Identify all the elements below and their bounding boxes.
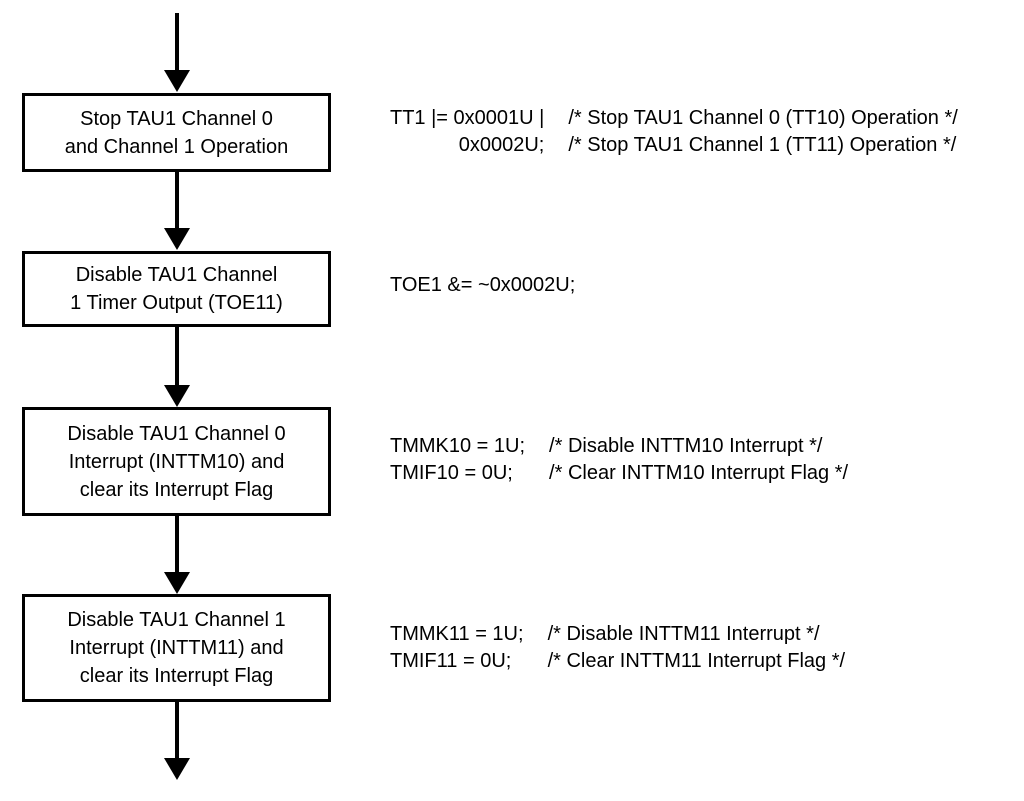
arrow-down-icon (164, 228, 190, 250)
flow-box-label: Stop TAU1 Channel 0 and Channel 1 Operat… (64, 107, 289, 158)
arrow-down-icon (164, 70, 190, 92)
code-line: 0x0002U; /* Stop TAU1 Channel 1 (TT11) O… (390, 132, 958, 159)
arrow-down-icon (164, 758, 190, 780)
flow-arrow-shaft (175, 702, 179, 760)
code-block-disable-inttm10: TMMK10 = 1U; /* Disable INTTM10 Interrup… (390, 433, 848, 487)
code-statement: TMIF10 = 0U; (390, 462, 513, 484)
code-comment: /* Stop TAU1 Channel 0 (TT10) Operation … (568, 107, 958, 129)
flow-box-label: Disable TAU1 Channel 0 Interrupt (INTTM1… (67, 422, 286, 501)
code-line: TOE1 &= ~0x0002U; (390, 272, 575, 299)
code-line: TMMK11 = 1U; /* Disable INTTM11 Interrup… (390, 621, 845, 648)
code-line: TMMK10 = 1U; /* Disable INTTM10 Interrup… (390, 433, 848, 460)
code-statement: TMMK11 = 1U; (390, 623, 524, 645)
flow-box-disable-toe11: Disable TAU1 Channel 1 Timer Output (TOE… (22, 251, 331, 327)
flow-box-disable-inttm10: Disable TAU1 Channel 0 Interrupt (INTTM1… (22, 407, 331, 516)
flow-arrow-shaft (175, 327, 179, 387)
code-block-disable-toe11: TOE1 &= ~0x0002U; (390, 272, 575, 299)
code-comment: /* Disable INTTM10 Interrupt */ (549, 435, 823, 457)
flow-box-label: Disable TAU1 Channel 1 Timer Output (TOE… (70, 264, 283, 314)
flow-arrow-shaft (175, 13, 179, 72)
code-block-disable-inttm11: TMMK11 = 1U; /* Disable INTTM11 Interrup… (390, 621, 845, 675)
code-comment: /* Clear INTTM11 Interrupt Flag */ (547, 650, 846, 672)
flow-box-stop-tau1: Stop TAU1 Channel 0 and Channel 1 Operat… (22, 93, 331, 172)
arrow-down-icon (164, 572, 190, 594)
code-comment: /* Disable INTTM11 Interrupt */ (547, 623, 820, 645)
flow-arrow-shaft (175, 516, 179, 574)
code-line: TT1 |= 0x0001U | /* Stop TAU1 Channel 0 … (390, 105, 958, 132)
flow-box-label: Disable TAU1 Channel 1 Interrupt (INTTM1… (67, 609, 286, 687)
code-statement: 0x0002U; (458, 134, 545, 156)
flow-arrow-shaft (175, 172, 179, 230)
code-comment: /* Clear INTTM10 Interrupt Flag */ (549, 462, 849, 484)
code-line: TMIF10 = 0U; /* Clear INTTM10 Interrupt … (390, 460, 848, 487)
code-statement: TOE1 &= ~0x0002U; (390, 274, 576, 296)
code-statement: TMMK10 = 1U; (390, 435, 526, 457)
flow-box-disable-inttm11: Disable TAU1 Channel 1 Interrupt (INTTM1… (22, 594, 331, 702)
code-statement: TMIF11 = 0U; (390, 650, 512, 672)
code-block-stop-tau1: TT1 |= 0x0001U | /* Stop TAU1 Channel 0 … (390, 105, 958, 159)
arrow-down-icon (164, 385, 190, 407)
code-line: TMIF11 = 0U; /* Clear INTTM11 Interrupt … (390, 648, 845, 675)
code-statement: TT1 |= 0x0001U | (390, 107, 545, 129)
code-comment: /* Stop TAU1 Channel 1 (TT11) Operation … (568, 134, 957, 156)
